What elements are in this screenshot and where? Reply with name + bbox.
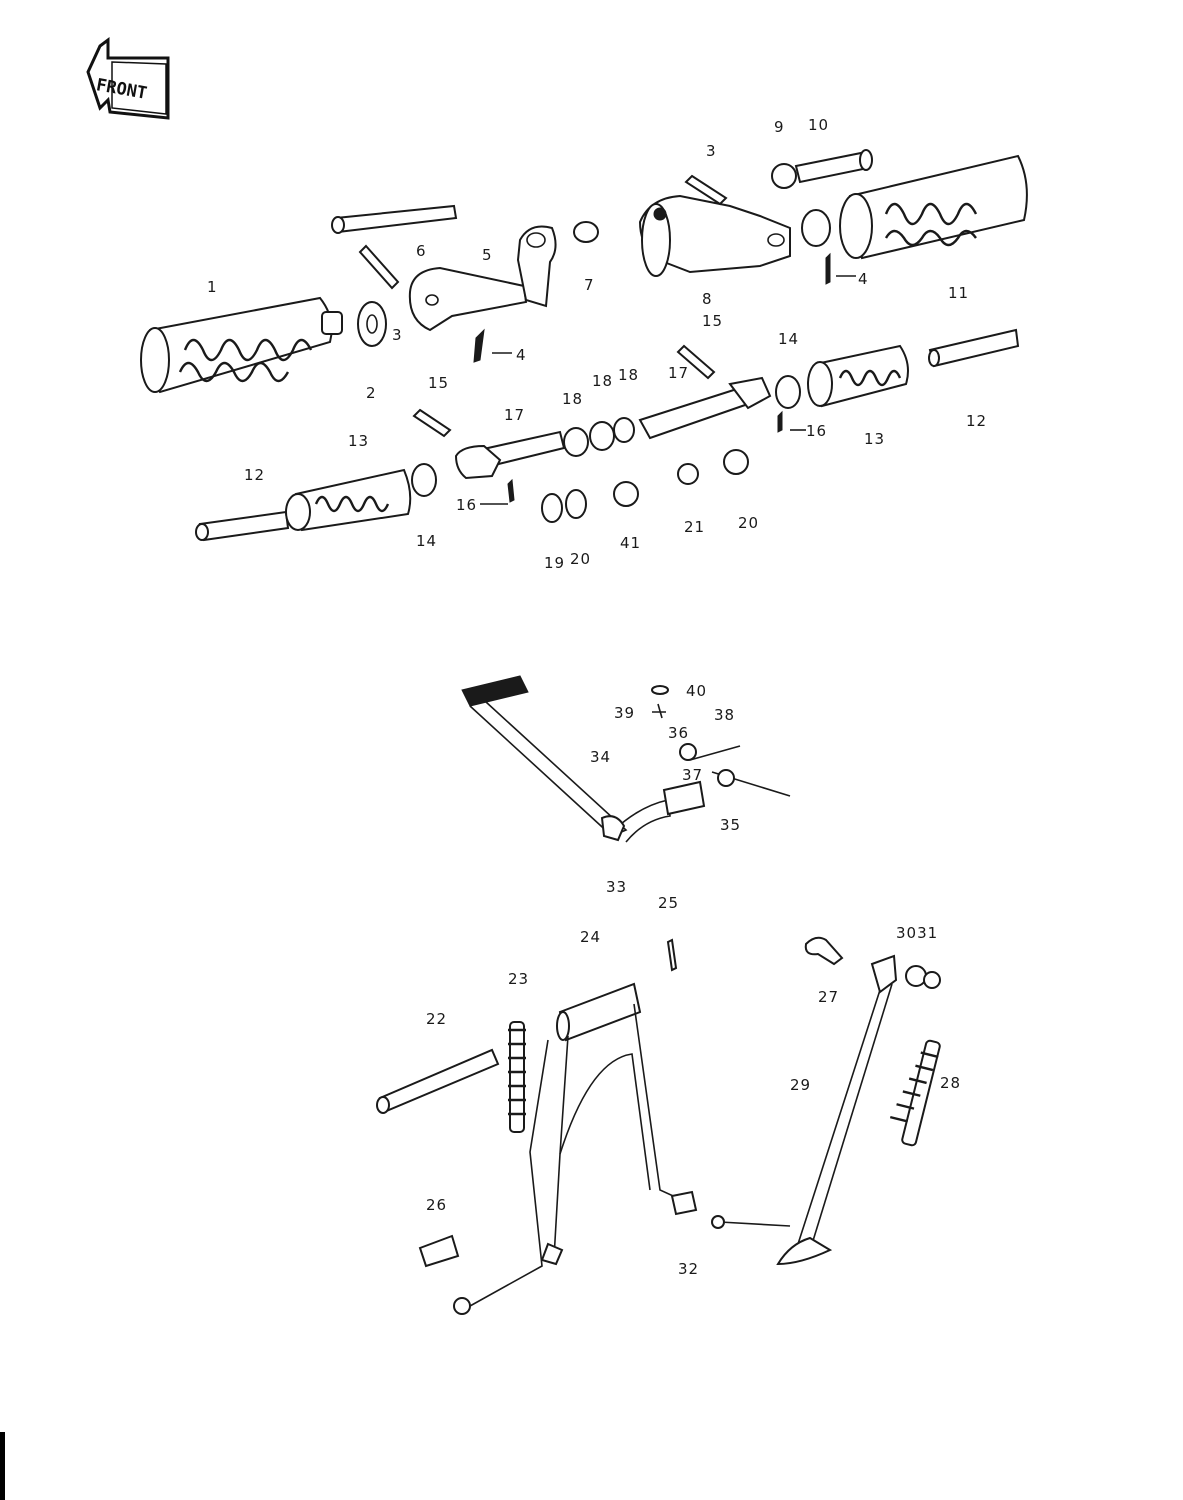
nut-41 xyxy=(613,481,639,507)
cotter-pin-4a xyxy=(473,328,485,363)
nut-21 xyxy=(677,463,699,485)
part-label: 11 xyxy=(948,284,969,302)
part-label: 27 xyxy=(818,988,839,1006)
page-edge-mark xyxy=(0,1432,5,1500)
part-label: 13 xyxy=(864,430,885,448)
bolt-10 xyxy=(794,150,870,184)
part-label: 24 xyxy=(580,928,601,946)
part-label: 36 xyxy=(668,724,689,742)
part-label: 12 xyxy=(244,466,265,484)
part-label: 18 xyxy=(562,390,583,408)
pin-25 xyxy=(666,938,678,972)
part-label: 3 xyxy=(706,142,717,160)
part-label: 5 xyxy=(482,246,493,264)
part-label: 6 xyxy=(416,242,427,260)
center-stand xyxy=(453,982,698,1315)
part-label: 15 xyxy=(428,374,449,392)
part-label: 12 xyxy=(966,412,987,430)
bushing-18 xyxy=(563,427,589,457)
part-label: 39 xyxy=(614,704,635,722)
footrest-bar-right xyxy=(638,386,750,440)
footrest-rubber-left-rear xyxy=(140,296,343,394)
part-label: 16 xyxy=(456,496,477,514)
side-stand xyxy=(711,954,898,1266)
cotter-pin-4b xyxy=(825,252,831,285)
part-label: 9 xyxy=(774,118,785,136)
part-label: 21 xyxy=(684,518,705,536)
part-label: 7 xyxy=(584,276,595,294)
part-label: 14 xyxy=(416,532,437,550)
part-label: 35 xyxy=(720,816,741,834)
part-label: 4 xyxy=(858,270,869,288)
part-label: 33 xyxy=(606,878,627,896)
front-badge: FRONT xyxy=(86,37,170,120)
spring-28 xyxy=(889,1039,941,1147)
part-label: 8 xyxy=(702,290,713,308)
part-label: 25 xyxy=(658,894,679,912)
rubber-26 xyxy=(418,1234,460,1268)
bolt-6b xyxy=(358,244,400,290)
bushing-18b xyxy=(613,417,635,443)
part-label: 10 xyxy=(808,116,829,134)
nut-7 xyxy=(573,221,599,243)
part-label: 20 xyxy=(738,514,759,532)
footrest-rubber-right-rear xyxy=(839,154,1028,260)
part-label: 3 xyxy=(392,326,403,344)
bolt-3 xyxy=(684,174,728,206)
cotter-pin-16a xyxy=(507,478,515,503)
nut-31 xyxy=(923,971,941,989)
pin-6 xyxy=(331,204,458,234)
part-label: 17 xyxy=(668,364,689,382)
bolt-15a xyxy=(412,408,452,438)
part-label: 19 xyxy=(544,554,565,572)
part-label: 3031 xyxy=(896,924,938,942)
part-label: 32 xyxy=(678,1260,699,1278)
part-label: 38 xyxy=(714,706,735,724)
part-label: 18 xyxy=(618,366,639,384)
part-label: 40 xyxy=(686,682,707,700)
washer-right xyxy=(801,209,831,247)
part-label: 4 xyxy=(516,346,527,364)
pin-12a xyxy=(198,510,290,542)
part-label: 13 xyxy=(348,432,369,450)
brake-pedal xyxy=(461,675,791,843)
pin-12b xyxy=(928,328,1020,368)
part-label: 20 xyxy=(570,550,591,568)
part-label: 34 xyxy=(590,748,611,766)
part-label: 22 xyxy=(426,1010,447,1028)
bolt-15b xyxy=(676,344,716,380)
washer-9 xyxy=(771,163,797,189)
footrest-rubber-left-front xyxy=(285,468,412,532)
part-label: 23 xyxy=(508,970,529,988)
part-label: 37 xyxy=(682,766,703,784)
washer-14a xyxy=(411,463,437,497)
part-label: 28 xyxy=(940,1074,961,1092)
shaft-22 xyxy=(378,1048,500,1114)
part-label: 15 xyxy=(702,312,723,330)
part-label: 26 xyxy=(426,1196,447,1214)
bushing-19 xyxy=(589,421,615,451)
washer-19 xyxy=(541,493,563,523)
washer-20b xyxy=(723,449,749,475)
footrest-bracket-right xyxy=(638,194,791,277)
part-label: 29 xyxy=(790,1076,811,1094)
part-label: 2 xyxy=(366,384,377,402)
washer-20a xyxy=(565,489,587,519)
washer-2 xyxy=(357,301,387,347)
part-label: 16 xyxy=(806,422,827,440)
bolt-27 xyxy=(804,936,844,966)
spring-23 xyxy=(508,1021,526,1133)
footrest-rubber-right-front xyxy=(807,344,909,408)
part-label: 1 xyxy=(207,278,218,296)
part-label: 14 xyxy=(778,330,799,348)
part-label: 18 xyxy=(592,372,613,390)
washer-14b xyxy=(775,375,801,409)
part-label: 17 xyxy=(504,406,525,424)
footrest-bracket-left xyxy=(408,225,557,332)
cotter-pin-16b xyxy=(777,410,783,433)
washer-30 xyxy=(905,965,927,987)
part-label: 41 xyxy=(620,534,641,552)
part-labels: 1 2 3 3 4 4 5 6 7 8 9 10 11 12 12 13 13 … xyxy=(207,116,987,1278)
